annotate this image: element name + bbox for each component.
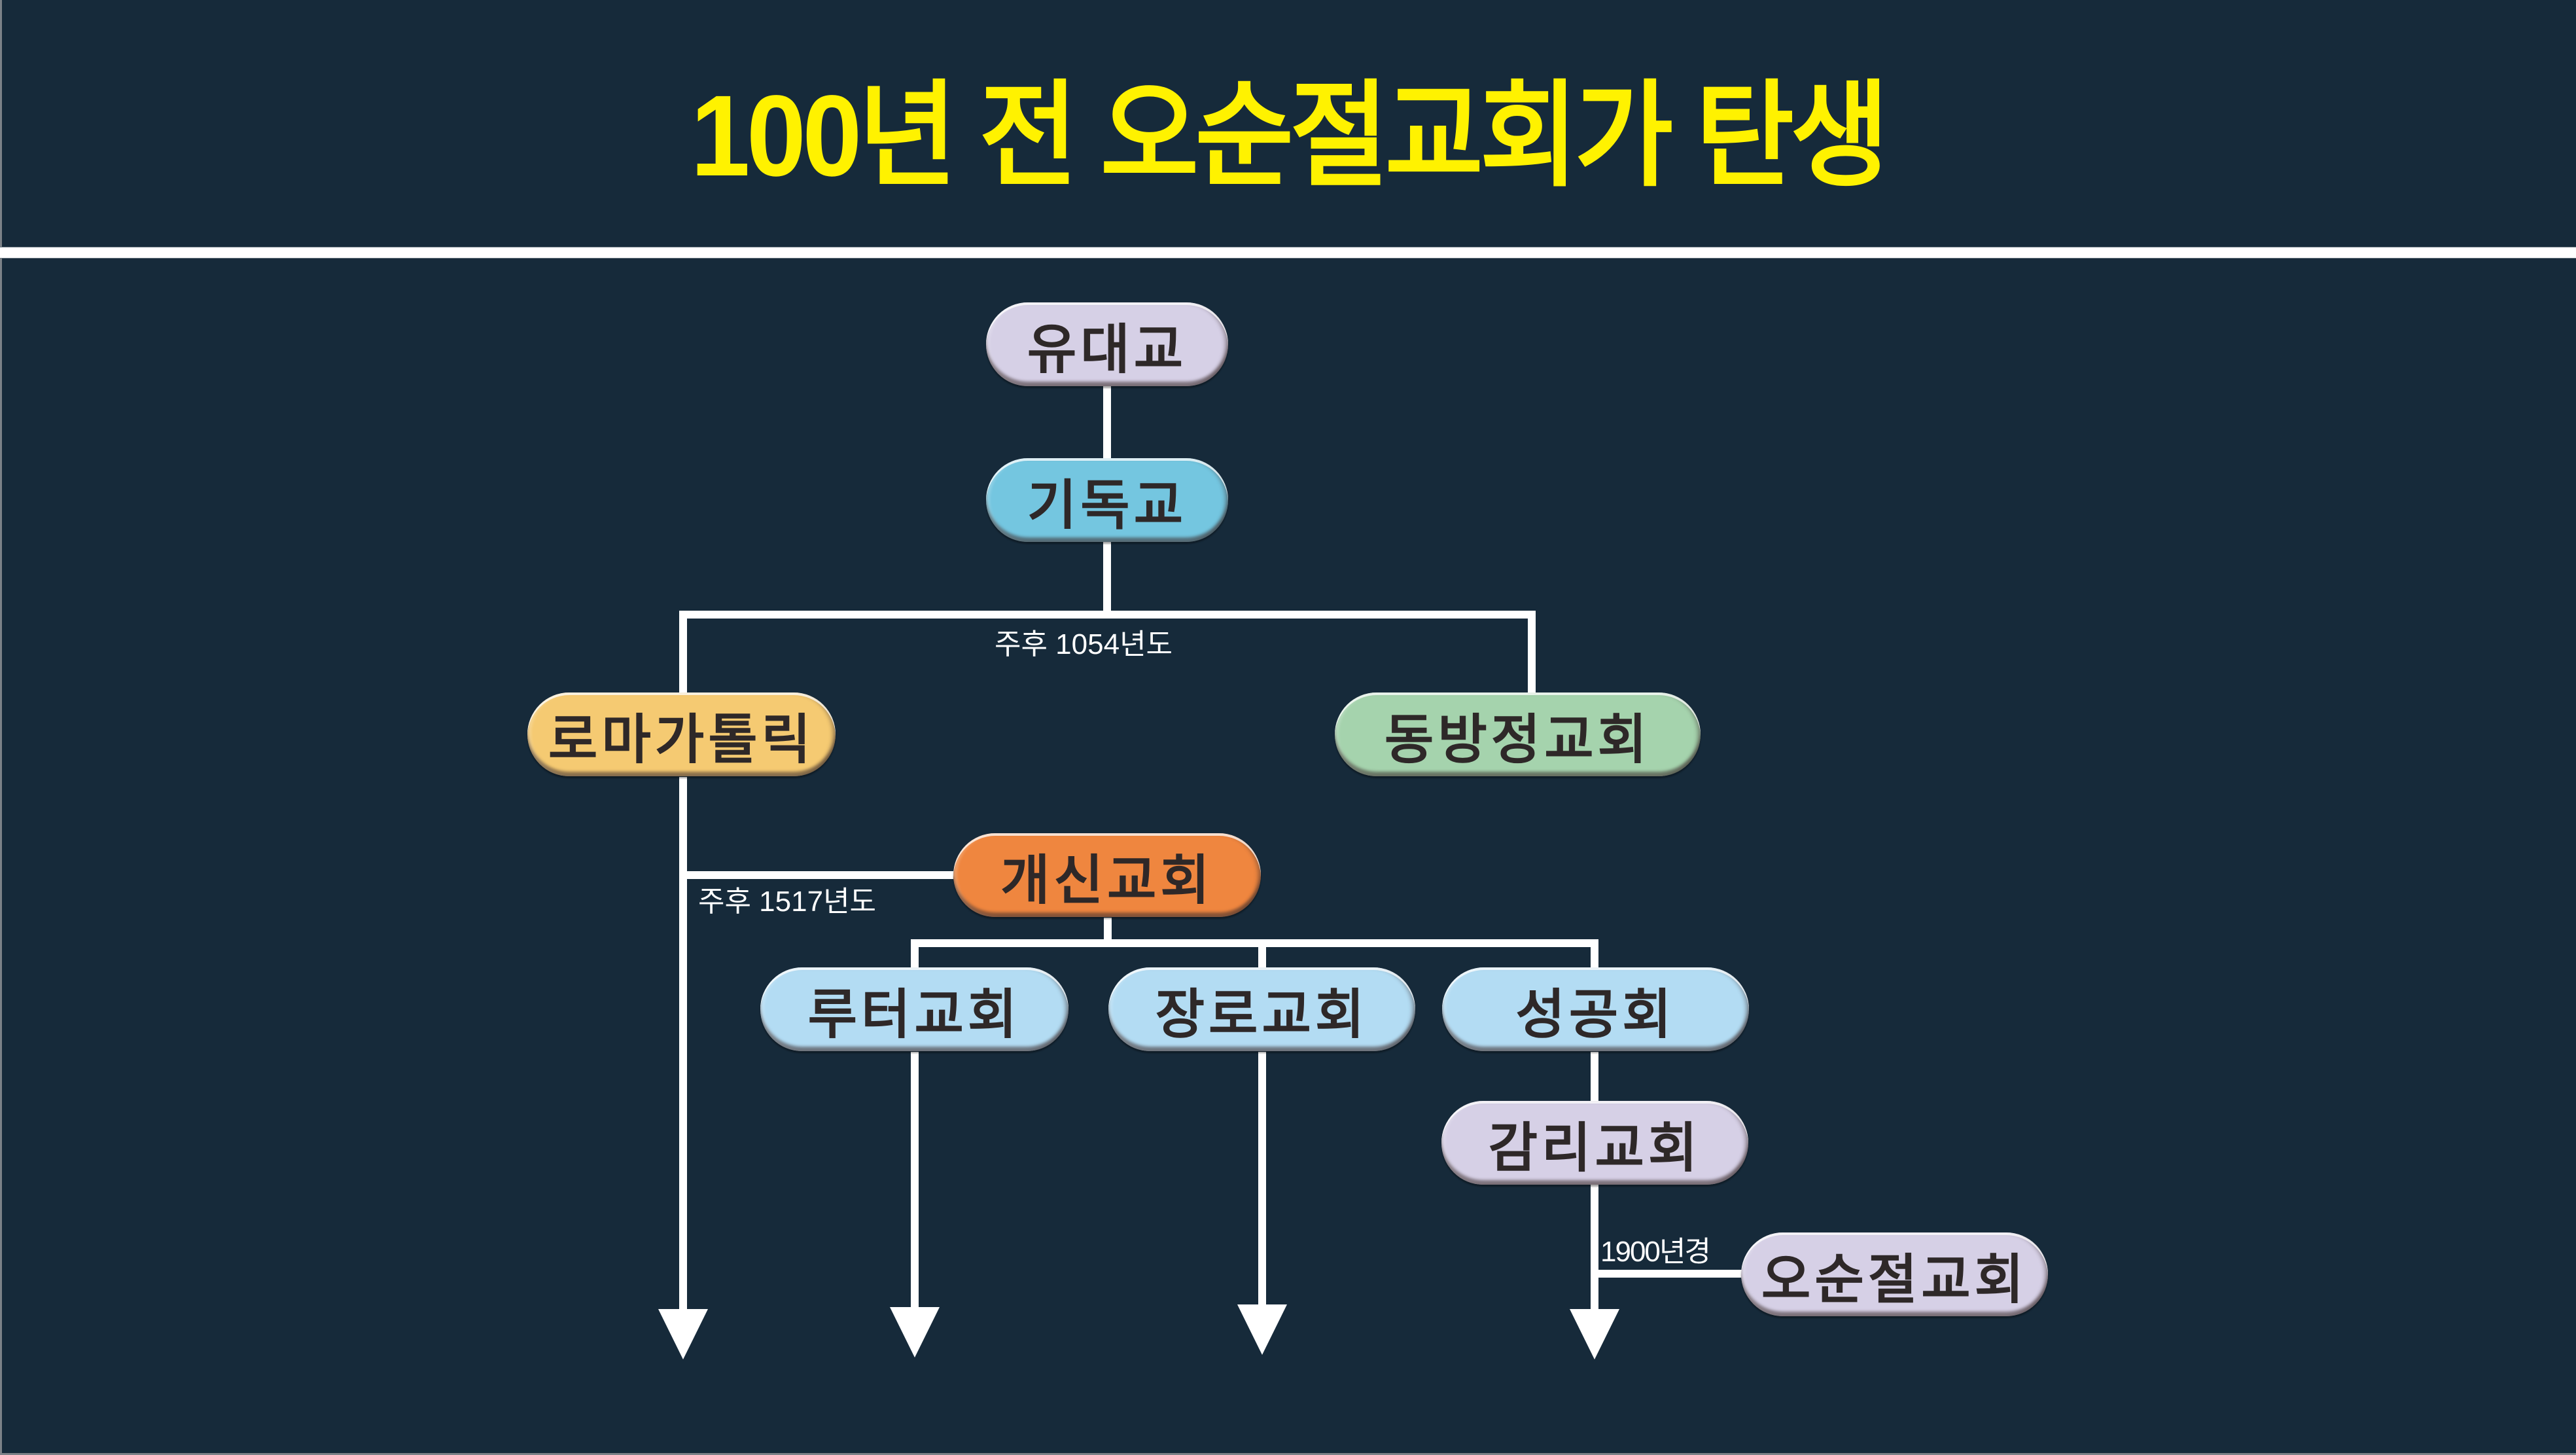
label-pentecostal-1900: 1900년경: [1600, 1236, 1711, 1268]
node-anglican: 성공회: [1442, 967, 1749, 1051]
label-schism-1054: 주후 1054년도: [995, 628, 1173, 660]
title-divider: [0, 247, 2576, 259]
lutheran-arrow-icon: [890, 1307, 940, 1357]
connector-protestant-stem: [1104, 918, 1112, 941]
node-lutheran: 루터교회: [760, 967, 1068, 1051]
connector-to-protestant: [687, 871, 953, 879]
roman-catholic-timeline: [679, 777, 687, 1310]
methodist-timeline: [1591, 1185, 1598, 1310]
node-christianity: 기독교: [986, 458, 1228, 542]
connector-anglican-methodist: [1591, 1052, 1598, 1101]
connector-to-eastern-orthodox: [1528, 611, 1536, 692]
node-pentecostal: 오순절교회: [1741, 1232, 2048, 1316]
connector-protestant-bar: [911, 939, 1598, 947]
connector-schism-bar: [679, 611, 1536, 619]
node-judaism: 유대교: [986, 302, 1228, 386]
node-methodist: 감리교회: [1441, 1101, 1748, 1185]
node-protestant: 개신교회: [953, 833, 1261, 917]
connector-to-anglican: [1591, 939, 1598, 967]
connector-to-roman-catholic: [679, 611, 687, 692]
node-presbyterian: 장로교회: [1108, 967, 1415, 1051]
label-reformation-1517: 주후 1517년도: [698, 886, 877, 918]
connector-christianity-stem: [1103, 542, 1111, 614]
connector-judaism-christianity: [1103, 386, 1111, 458]
connector-to-pentecostal: [1598, 1270, 1742, 1278]
presbyterian-arrow-icon: [1237, 1304, 1287, 1355]
lutheran-timeline: [911, 1052, 919, 1308]
connector-to-presbyterian: [1258, 939, 1266, 967]
roman-catholic-arrow-icon: [658, 1309, 708, 1359]
node-roman-catholic: 로마가톨릭: [527, 692, 836, 776]
connector-to-lutheran: [911, 939, 919, 967]
slide-title: 100년 전 오순절교회가 탄생: [690, 72, 1889, 200]
node-eastern-orthodox: 동방정교회: [1335, 692, 1701, 776]
presbyterian-timeline: [1258, 1052, 1266, 1306]
methodist-arrow-icon: [1570, 1309, 1619, 1359]
